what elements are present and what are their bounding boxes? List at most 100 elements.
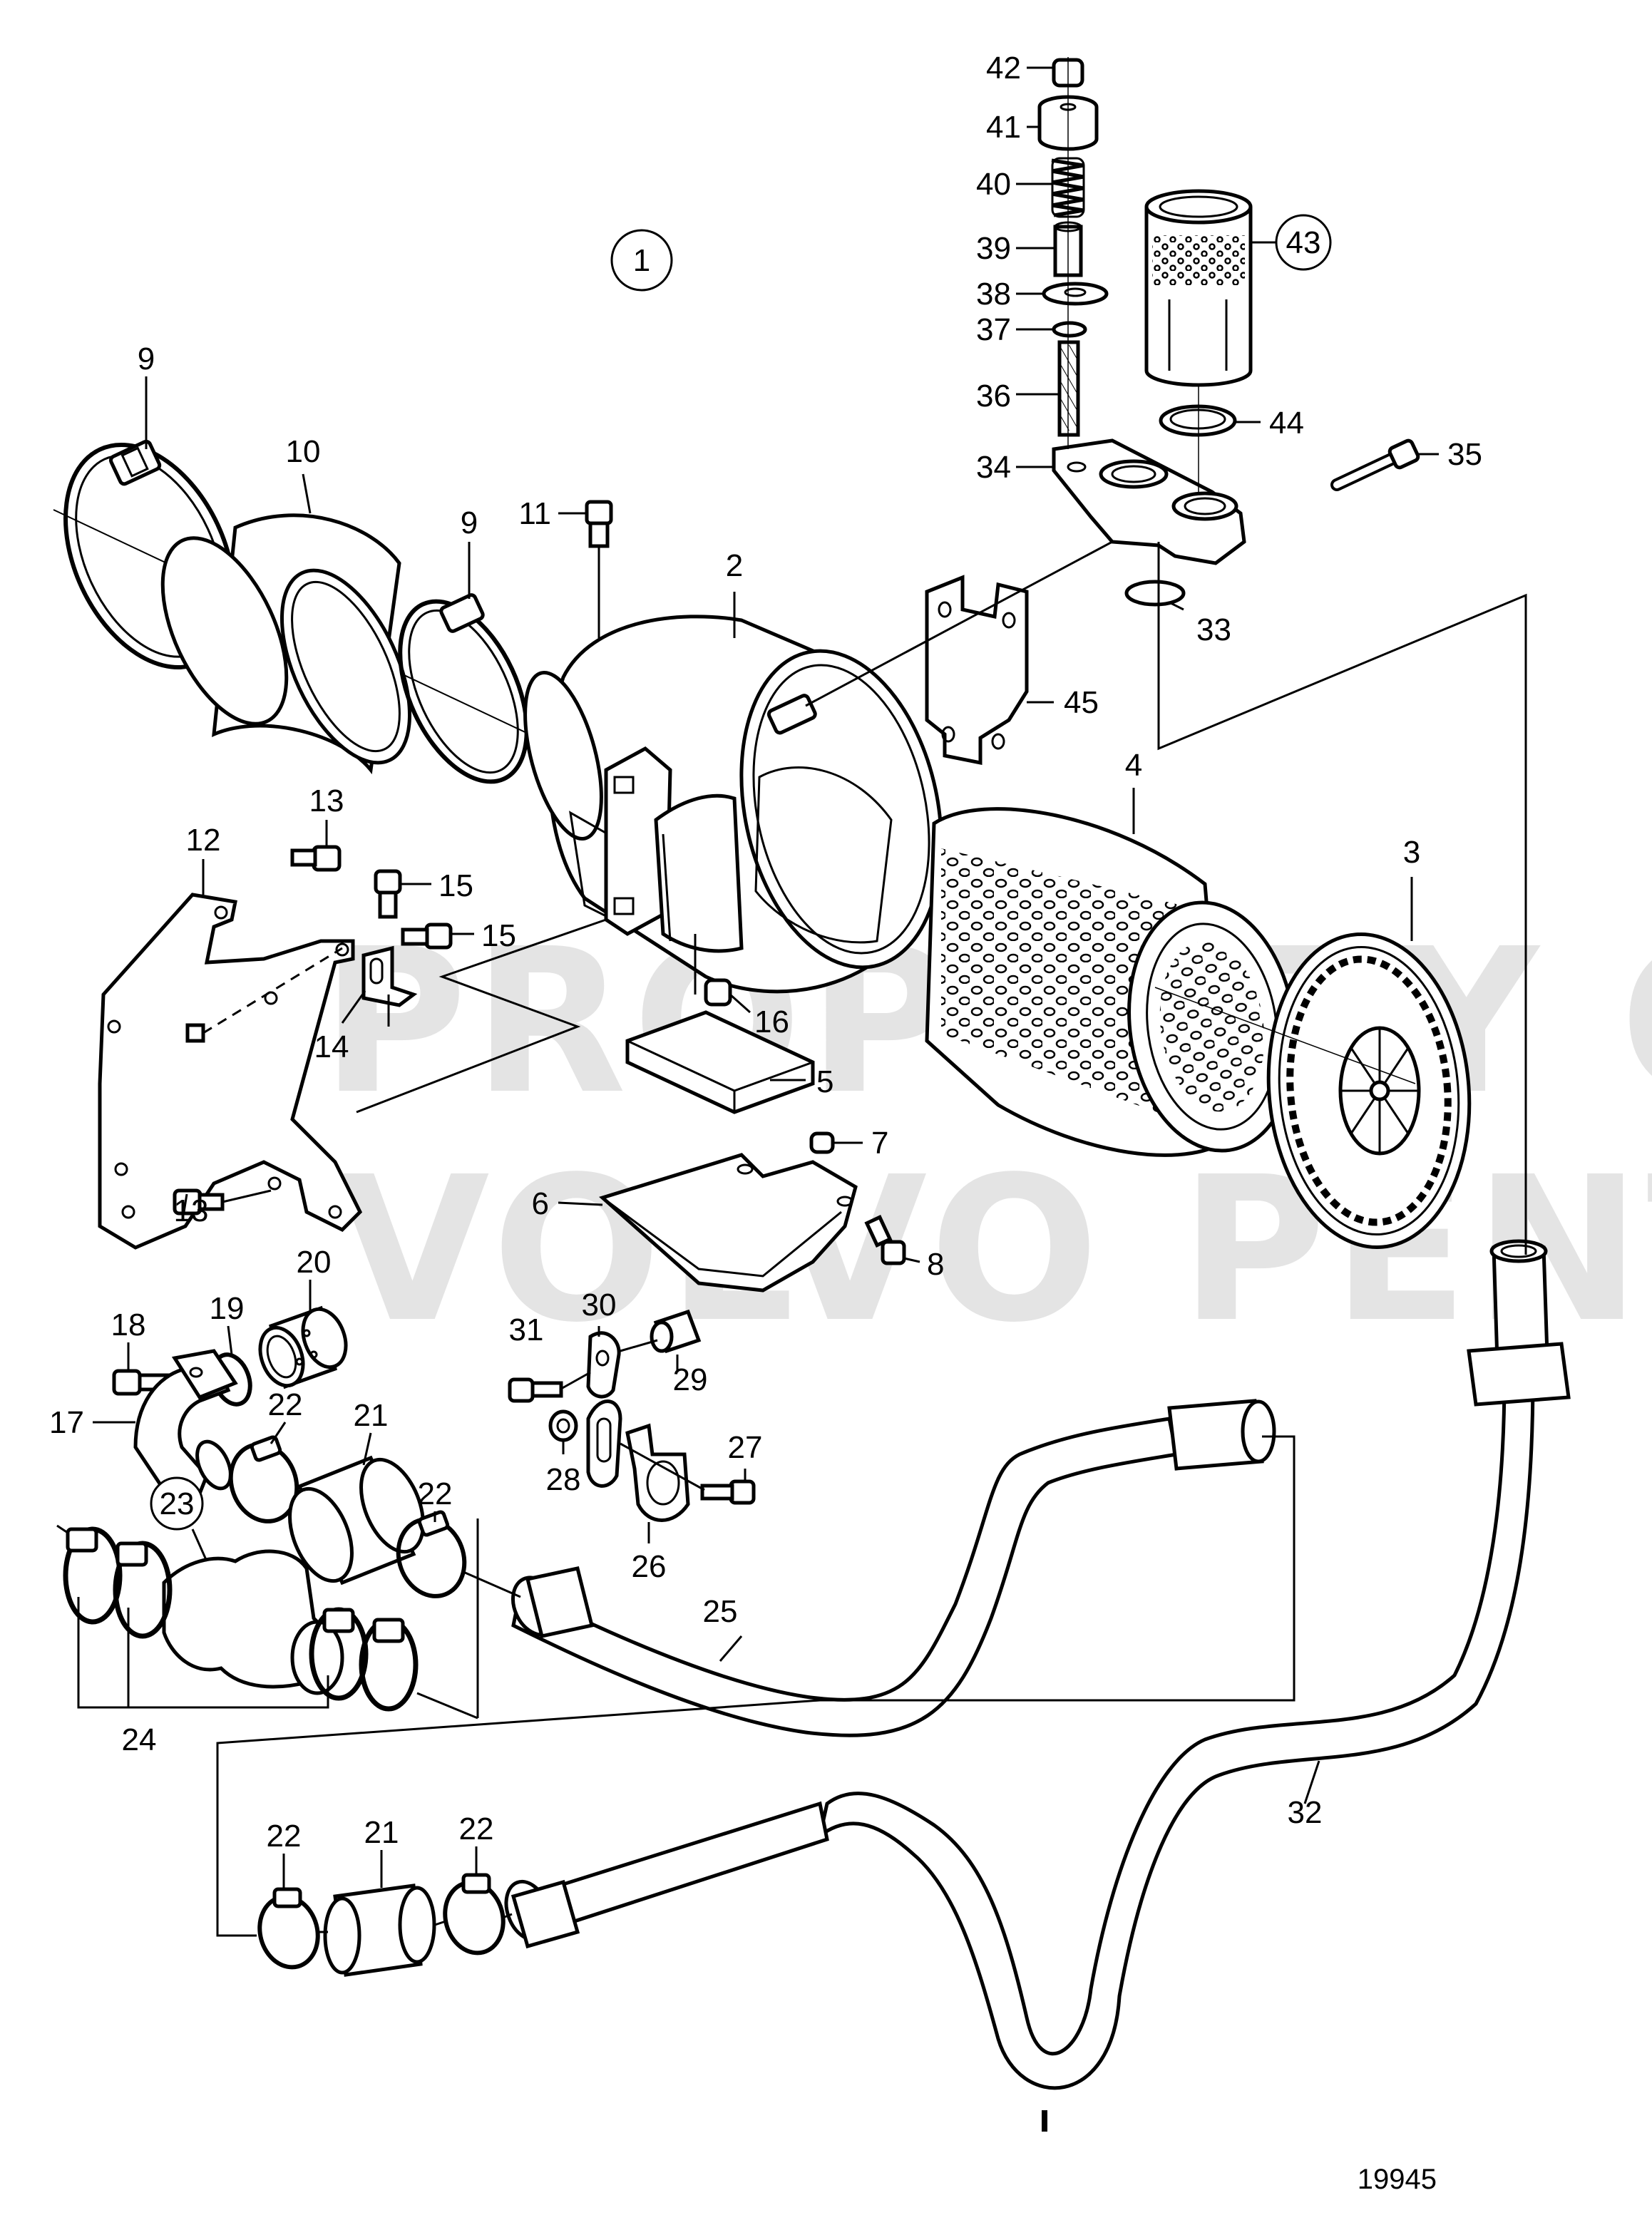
part-15-top <box>374 869 402 919</box>
callout-label: 44 <box>1269 406 1304 441</box>
callout-label: 35 <box>1447 437 1482 472</box>
part-37 <box>1052 321 1087 338</box>
part-8 <box>864 1215 906 1265</box>
callout-label: 42 <box>986 51 1021 86</box>
callout-label: 1 <box>633 243 650 278</box>
callout-label: 38 <box>976 277 1011 312</box>
callout-label: 17 <box>49 1405 84 1440</box>
lower-pipe-stub <box>504 1801 829 1949</box>
callout-label: 13 <box>174 1193 209 1228</box>
callout-label: 3 <box>1403 835 1420 870</box>
callout-label: 21 <box>364 1815 399 1850</box>
part-25 <box>511 1399 1276 1737</box>
part-22-upper-right <box>396 1510 467 1598</box>
part-16 <box>704 978 732 1007</box>
part-27 <box>700 1479 756 1505</box>
part-10 <box>160 513 412 775</box>
drawing-code: 19945 <box>1358 2164 1437 2195</box>
part-5 <box>625 1010 815 1114</box>
filter-head-assembly <box>1037 57 1420 607</box>
callout-label: 22 <box>268 1387 303 1422</box>
callout-label: 15 <box>481 918 516 953</box>
callout-label: 28 <box>546 1462 581 1497</box>
callout-label: 33 <box>1196 612 1231 647</box>
callout-label: 40 <box>976 167 1011 202</box>
callout-label: 34 <box>976 450 1011 485</box>
callout-label: 22 <box>267 1819 302 1854</box>
callout-label: 4 <box>1125 748 1142 783</box>
part-12 <box>98 893 363 1250</box>
callout-label: 12 <box>186 823 221 858</box>
part-15-mid <box>401 923 453 950</box>
callout-labels: 2 3 4 5 6 7 8 9 9 10 11 12 13 13 14 15 1… <box>49 51 1482 1854</box>
callout-label: 22 <box>418 1476 453 1511</box>
part-28 <box>548 1409 578 1442</box>
part-26 <box>625 1423 690 1522</box>
callout-23 <box>150 1476 204 1531</box>
callout-label: 8 <box>927 1247 944 1282</box>
part-31 <box>508 1377 563 1403</box>
callout-label: 18 <box>111 1307 146 1342</box>
callout-label: 5 <box>816 1064 833 1099</box>
callout-label: 41 <box>986 110 1021 145</box>
part-22-lower-right <box>443 1873 506 1956</box>
callout-label: 23 <box>160 1486 195 1521</box>
part-24-clamps <box>56 1524 478 1720</box>
callout-label: 29 <box>673 1362 708 1397</box>
part-17 <box>133 1349 238 1514</box>
part-21-lower <box>323 1884 436 1977</box>
callout-label: 9 <box>461 505 478 540</box>
callout-43: 43 <box>1275 214 1332 271</box>
leader-lines <box>77 66 1527 1937</box>
callout-label: 36 <box>976 379 1011 413</box>
part-6 <box>599 1153 858 1293</box>
callout-label: 6 <box>532 1186 549 1221</box>
callout-label: 24 <box>122 1722 157 1757</box>
part-20 <box>258 1305 348 1389</box>
part-22-upper-left <box>228 1435 299 1523</box>
part-9-right <box>398 593 529 784</box>
callout-label: 7 <box>871 1126 888 1161</box>
callout-label: 45 <box>1064 685 1099 720</box>
part-14 <box>361 945 418 1007</box>
callout-label: 26 <box>632 1549 667 1584</box>
callout-label: 31 <box>509 1312 544 1347</box>
callout-label: 14 <box>314 1029 349 1064</box>
part-35 <box>1330 438 1420 491</box>
callout-label: 2 <box>726 548 743 583</box>
callout-label: 11 <box>518 496 551 531</box>
part-43 <box>1144 189 1253 387</box>
callout-label: 16 <box>754 1004 789 1039</box>
callout-label: 27 <box>728 1430 763 1465</box>
callout-label: 15 <box>438 868 473 903</box>
part-29 <box>650 1309 702 1354</box>
part-38 <box>1042 282 1109 306</box>
callout-label: 25 <box>703 1594 738 1629</box>
part-30 <box>586 1331 621 1399</box>
part-4 <box>925 807 1297 1157</box>
part-3 <box>1266 932 1472 1250</box>
part-11 <box>585 500 613 638</box>
callout-label: 10 <box>286 434 321 469</box>
part-22-lower-left <box>257 1887 320 1970</box>
callout-label: 32 <box>1288 1795 1323 1830</box>
callout-label: 20 <box>297 1245 332 1280</box>
callout-label: 43 <box>1286 225 1321 260</box>
callout-label: 37 <box>976 312 1011 347</box>
part-7 <box>809 1131 835 1154</box>
part-45 <box>925 575 1029 766</box>
callout-label: 9 <box>138 341 155 376</box>
callout-label: 22 <box>459 1812 494 1846</box>
callout-label: 13 <box>309 783 344 818</box>
part-2 <box>523 615 943 1007</box>
part-13-top <box>290 845 342 872</box>
callout-1: 1 <box>610 229 673 292</box>
callout-label: 39 <box>976 231 1011 266</box>
part-13-bottom <box>173 1188 225 1216</box>
intake-hose-assembly <box>53 439 621 784</box>
part-28-link <box>586 1399 622 1488</box>
callout-label: 30 <box>582 1288 617 1322</box>
callout-label: 21 <box>354 1398 389 1433</box>
part-33 <box>1124 580 1186 607</box>
